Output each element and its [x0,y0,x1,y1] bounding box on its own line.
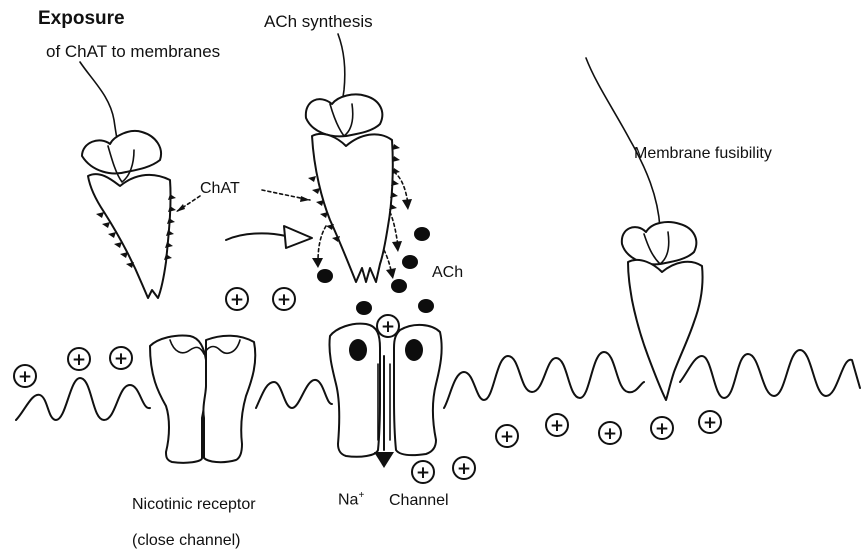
cation-icon: + [496,425,518,447]
right-vesicle-cap [622,222,696,264]
cation-icon: + [651,417,673,439]
svg-text:+: + [655,419,669,439]
cation-icon: + [599,422,621,444]
svg-text:+: + [500,427,514,447]
cation-icon: + [110,347,132,369]
svg-text:+: + [603,424,617,444]
membrane-fusibility-label: Membrane fusibility [634,145,772,163]
cation-icon: + [412,461,434,483]
downward-arrow [374,452,394,468]
exposure-subtitle: of ChAT to membranes [46,42,220,62]
open-receptor [329,322,441,468]
svg-text:+: + [703,413,717,433]
middle-vesicle-body [312,134,393,282]
na-charge: + [358,490,364,501]
svg-text:+: + [114,349,128,369]
channel-label: Channel [389,492,449,510]
left-vesicle-body [88,174,171,298]
middle-vesicle-cap [306,94,382,136]
svg-text:+: + [277,290,291,310]
svg-text:+: + [72,350,86,370]
closed-receptor [150,335,255,462]
nicotinic-receptor-label: Nicotinic receptor [132,496,256,514]
right-vesicle-body [628,260,703,400]
cation-icon: + [68,348,90,370]
na-symbol: Na [338,491,358,508]
na-label: Na+ [338,490,364,509]
svg-text:+: + [18,367,32,387]
ach-synthesis-label: ACh synthesis [264,12,373,32]
exposure-title: Exposure [38,8,125,30]
cation-icon: + [546,414,568,436]
svg-text:+: + [230,290,244,310]
chat-label: ChAT [200,180,240,198]
cation-icon: + [14,365,36,387]
svg-text:+: + [457,459,471,479]
svg-text:+: + [381,317,395,337]
movement-arrow [226,226,312,248]
right-vesicle-stalk [586,58,660,228]
svg-text:+: + [416,463,430,483]
left-vesicle-cap [82,131,161,174]
close-channel-label: (close channel) [132,532,241,550]
cation-icon: + [377,315,399,337]
cation-icon: + [699,411,721,433]
cation-icon: + [273,288,295,310]
cation-icon: + [453,457,475,479]
svg-text:+: + [550,416,564,436]
ach-label: ACh [432,264,463,282]
cation-icon: + [226,288,248,310]
